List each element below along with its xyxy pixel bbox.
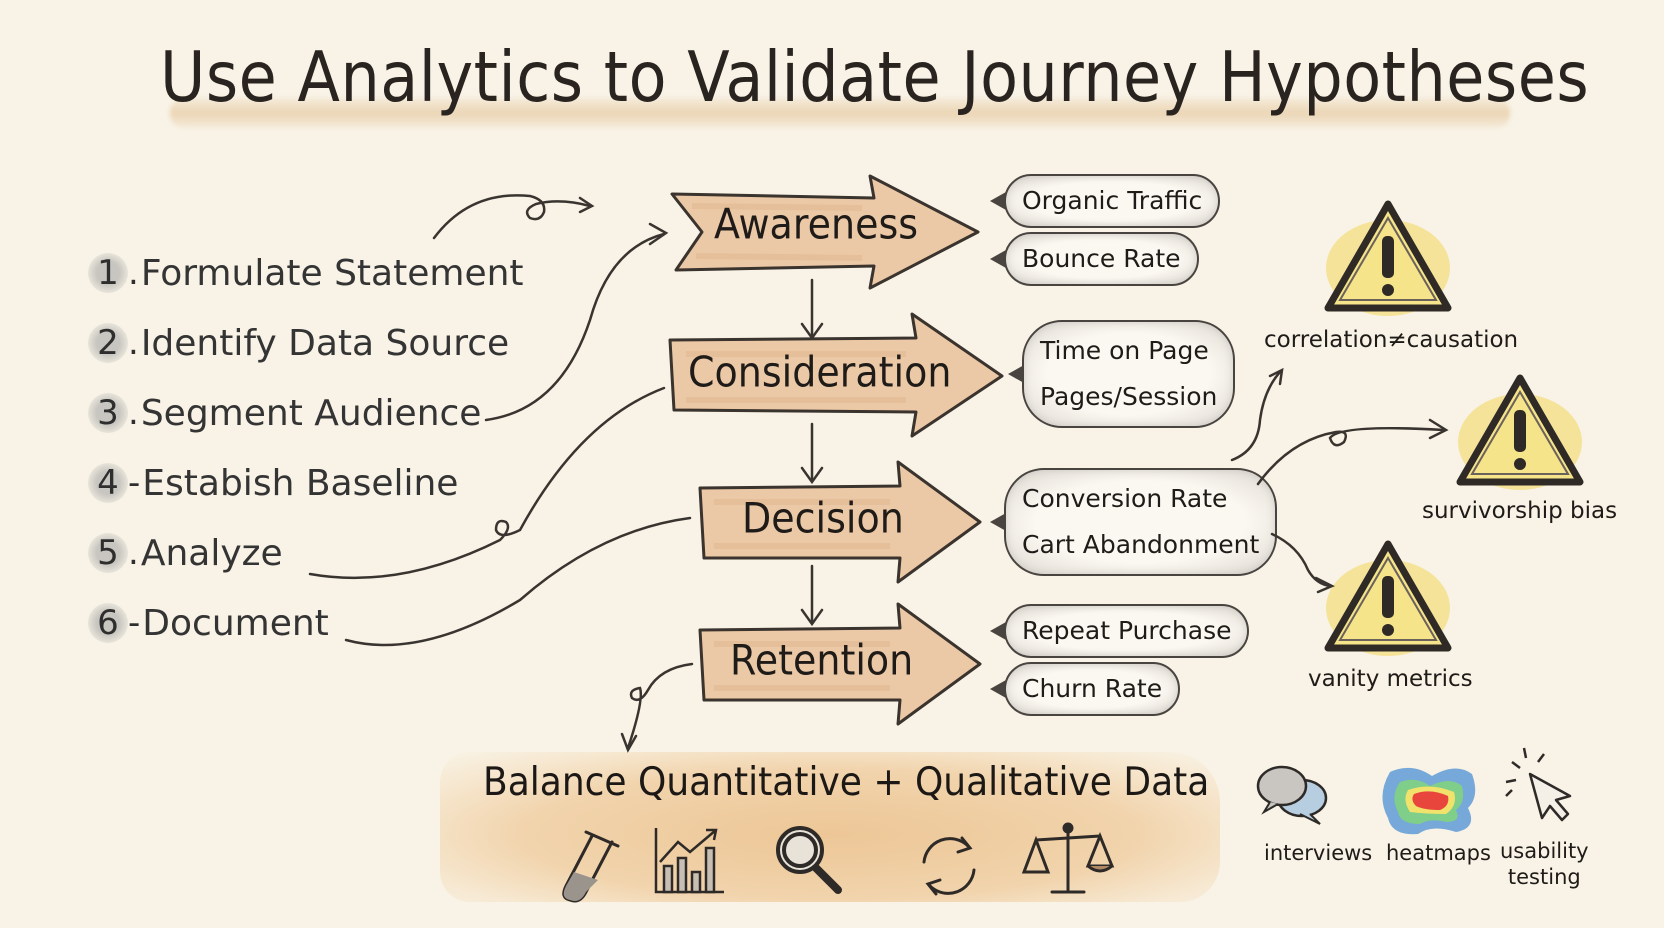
step-label: Formulate Statement (140, 252, 524, 294)
loop-arrow-icon (432, 194, 592, 240)
step-label: Segment Audience (140, 392, 482, 434)
title-underline-wash (170, 98, 1510, 128)
step-number: 1 (88, 253, 128, 293)
pitfall-vanity-metrics (1318, 536, 1458, 660)
curve-arrow-icon (344, 516, 692, 647)
warning-icon (1456, 374, 1584, 490)
curve-arrow-icon (1230, 370, 1282, 462)
step-label: Analyze (140, 532, 283, 574)
step-label: Document (142, 602, 329, 644)
step-number: 5 (88, 533, 128, 573)
metric-label: Churn Rate (1022, 674, 1163, 703)
title-area: Use Analytics to Validate Journey Hypoth… (160, 36, 1590, 136)
pitfall-survivorship (1450, 370, 1590, 494)
stage-label: Awareness (714, 199, 919, 249)
stage-awareness: Awareness (662, 172, 982, 292)
qualitative-label-line: testing (1507, 865, 1581, 889)
pitfall-label: survivorship bias (1422, 498, 1618, 524)
page-title: Use Analytics to Validate Journey Hypoth… (160, 36, 1590, 118)
step-item: 3 . Segment Audience (88, 388, 481, 438)
qualitative-label: heatmaps (1386, 841, 1491, 865)
metric-bubble: Conversion Rate Cart Abandonment (989, 468, 1278, 576)
metric-bubble: Organic Traffic (989, 174, 1221, 228)
warning-icon (1324, 540, 1452, 656)
metric-bubble: Time on Page Pages/Session (1007, 320, 1236, 428)
metric-label: Conversion Rate (1022, 484, 1228, 513)
step-separator: . (128, 253, 139, 293)
stage-arrow-shape (670, 174, 980, 290)
stage-decision: Decision (694, 458, 984, 586)
step-item: 6 - Document (88, 598, 329, 648)
stage-label: Decision (742, 493, 904, 543)
metric-label: Cart Abandonment (1022, 530, 1260, 559)
curve-arrow-icon (1256, 426, 1446, 486)
stage-label: Retention (730, 635, 914, 685)
step-number: 2 (88, 323, 128, 363)
step-item: 1 . Formulate Statement (88, 248, 524, 298)
step-separator: . (128, 393, 139, 433)
qualitative-label-usability: usability testing (1500, 838, 1589, 890)
metric-label: Organic Traffic (1022, 186, 1203, 215)
balance-title: Balance Quantitative + Qualitative Data (483, 759, 1210, 806)
step-number: 4 (88, 463, 128, 503)
stage-arrow-shape (698, 460, 982, 584)
cursor-click-icon (1505, 747, 1572, 822)
step-item: 4 - Estabish Baseline (88, 458, 458, 508)
step-item: 5 . Analyze (88, 528, 283, 578)
metric-label: Pages/Session (1040, 382, 1218, 411)
metric-bubble: Bounce Rate (990, 232, 1199, 286)
pitfall-correlation (1318, 196, 1458, 320)
step-separator: . (128, 323, 139, 363)
metric-bubble: Repeat Purchase (989, 604, 1250, 658)
step-number: 3 (88, 393, 128, 433)
qualitative-label-line: usability (1500, 839, 1589, 863)
curve-arrow-icon (626, 662, 694, 750)
step-item: 2 . Identify Data Source (88, 318, 509, 368)
metric-label: Time on Page (1040, 336, 1209, 365)
step-label: Estabish Baseline (142, 462, 459, 504)
stage-arrow-shape (668, 312, 1004, 438)
step-separator: - (128, 463, 141, 503)
heatmap-icon (1382, 767, 1476, 835)
pitfall-label: correlation≠causation (1264, 327, 1519, 353)
metric-label: Bounce Rate (1022, 244, 1181, 273)
metric-bubble: Churn Rate (989, 662, 1181, 716)
stage-retention: Retention (694, 600, 984, 728)
metric-label: Repeat Purchase (1022, 616, 1232, 645)
step-separator: . (128, 533, 139, 573)
warning-icon (1324, 200, 1452, 316)
stage-label: Consideration (688, 347, 952, 397)
step-separator: - (128, 603, 141, 643)
qualitative-label: interviews (1264, 841, 1373, 865)
pitfall-label: vanity metrics (1308, 666, 1473, 692)
step-label: Identify Data Source (140, 322, 510, 364)
step-number: 6 (88, 603, 128, 643)
speech-bubbles-icon (1256, 765, 1328, 825)
stage-arrow-shape (698, 602, 982, 726)
stage-consideration: Consideration (666, 310, 1006, 440)
